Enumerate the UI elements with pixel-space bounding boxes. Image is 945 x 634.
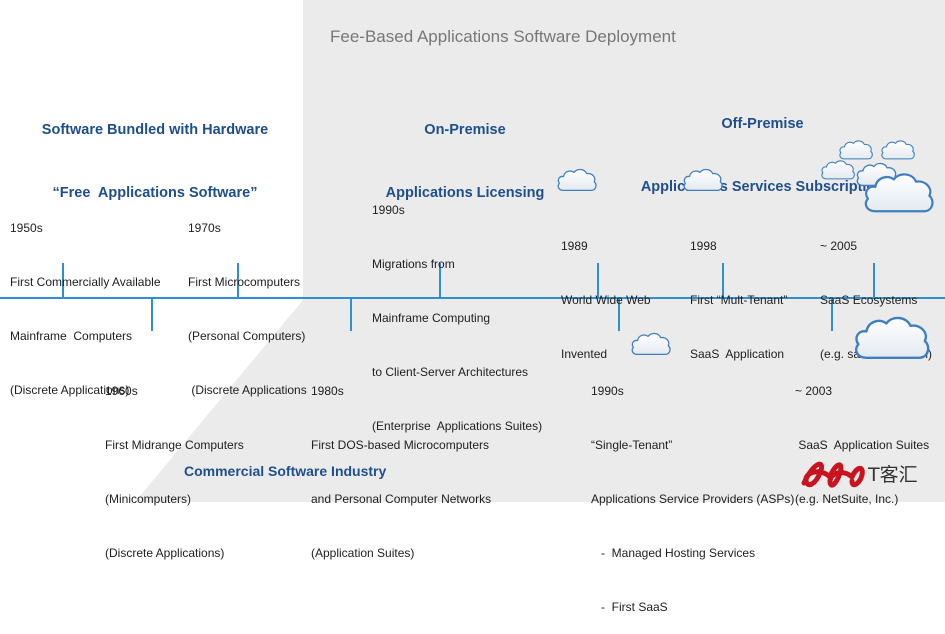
fee-based-panel <box>135 0 945 502</box>
milestone-line: to Client-Server Architectures <box>372 365 529 379</box>
cloud-icon <box>630 330 672 357</box>
timeline-tick <box>722 263 724 298</box>
heading-line: Off-Premise <box>721 116 804 132</box>
timeline-tick <box>350 298 352 331</box>
milestone-1950s: 1950s First Commercially Available Mainf… <box>10 183 161 417</box>
logo-text: T客汇 <box>868 464 918 486</box>
milestone-1970s: 1970s First Microcomputers (Personal Com… <box>188 183 307 417</box>
milestone-line: (Application Suites) <box>311 546 415 560</box>
milestone-1989: 1989 World Wide Web Invented <box>561 201 651 381</box>
timeline-tick <box>237 263 239 298</box>
milestone-line: (Personal Computers) <box>188 329 306 343</box>
timeline-axis <box>0 297 945 299</box>
cloud-icon <box>880 138 916 161</box>
milestone-line: (Minicomputers) <box>105 492 192 506</box>
milestone-line: First Microcomputers <box>188 275 301 289</box>
timeline-tick <box>873 263 875 298</box>
milestone-line: World Wide Web <box>561 293 651 307</box>
milestone-line: Invented <box>561 347 608 361</box>
milestone-line: ~ 2005 <box>820 239 858 253</box>
section-heading-bundled: Software Bundled with Hardware “Free App… <box>20 78 290 225</box>
milestone-line: First Commercially Available <box>10 275 161 289</box>
milestone-line: - Managed Hosting Services <box>591 546 756 560</box>
timeline-tick <box>62 263 64 298</box>
milestone-line: 1998 <box>690 239 717 253</box>
milestone-line: ~ 2003 <box>795 384 833 398</box>
timeline-tick <box>831 298 833 331</box>
cloud-icon <box>820 158 856 181</box>
milestone-line: Mainframe Computing <box>372 311 491 325</box>
milestone-line: SaaS Application Suites <box>795 438 930 452</box>
banner-title: Fee-Based Applications Software Deployme… <box>330 27 676 46</box>
milestone-line: 1990s <box>591 384 624 398</box>
milestone-line: Applications Service Providers (ASPs) <box>591 492 795 506</box>
milestone-line: 1960s <box>105 384 138 398</box>
milestone-line: and Personal Computer Networks <box>311 492 492 506</box>
cloud-icon <box>556 166 598 193</box>
logo-mark <box>801 461 865 488</box>
milestone-line: 1950s <box>10 221 43 235</box>
cloud-icon <box>862 168 936 216</box>
milestone-line: Mainframe Computers <box>10 329 133 343</box>
heading-line: Software Bundled with Hardware <box>41 122 269 138</box>
timeline-tick <box>597 263 599 298</box>
milestone-1998: 1998 First “Mult-Tenant” SaaS Applicatio… <box>690 201 787 381</box>
timeline-tick <box>618 298 620 331</box>
cloud-icon <box>682 166 724 193</box>
milestone-1990s-asp: 1990s “Single-Tenant” Applications Servi… <box>591 346 794 634</box>
cloud-icon <box>852 313 932 361</box>
milestone-line: (Discrete Applications) <box>10 383 130 397</box>
commercial-industry-label: Commercial Software Industry <box>184 463 387 479</box>
milestone-line: Migrations from <box>372 257 455 271</box>
milestone-line: (Discrete Applications <box>188 383 307 397</box>
milestone-2003: ~ 2003 SaaS Application Suites (e.g. Net… <box>795 346 929 526</box>
milestone-line: - First SaaS <box>591 600 668 614</box>
milestone-line: 1990s <box>372 203 405 217</box>
timeline-tick <box>151 298 153 331</box>
milestone-line: First “Mult-Tenant” <box>690 293 788 307</box>
milestone-line: 1980s <box>311 384 344 398</box>
section-heading-on-premise: On-Premise Applications Licensing <box>370 78 560 225</box>
milestone-line: (Discrete Applications) <box>105 546 225 560</box>
milestone-line: (Enterprise Applications Suites) <box>372 419 543 433</box>
heading-line: Applications Licensing <box>385 185 545 201</box>
milestone-1990s-client-server: 1990s Migrations from Mainframe Computin… <box>372 165 542 453</box>
milestone-line: SaaS Application <box>690 347 785 361</box>
heading-line: “Free Applications Software” <box>52 185 258 201</box>
timeline-tick <box>439 263 441 298</box>
heading-line: On-Premise <box>424 122 506 138</box>
milestone-line: First Midrange Computers <box>105 438 244 452</box>
milestone-line: First DOS-based Microcomputers <box>311 438 490 452</box>
milestone-line: 1970s <box>188 221 221 235</box>
milestone-line: SaaS Ecosystems <box>820 293 918 307</box>
milestone-line: (e.g. NetSuite, Inc.) <box>795 492 899 506</box>
milestone-line: “Single-Tenant” <box>591 438 673 452</box>
milestone-line: 1989 <box>561 239 588 253</box>
